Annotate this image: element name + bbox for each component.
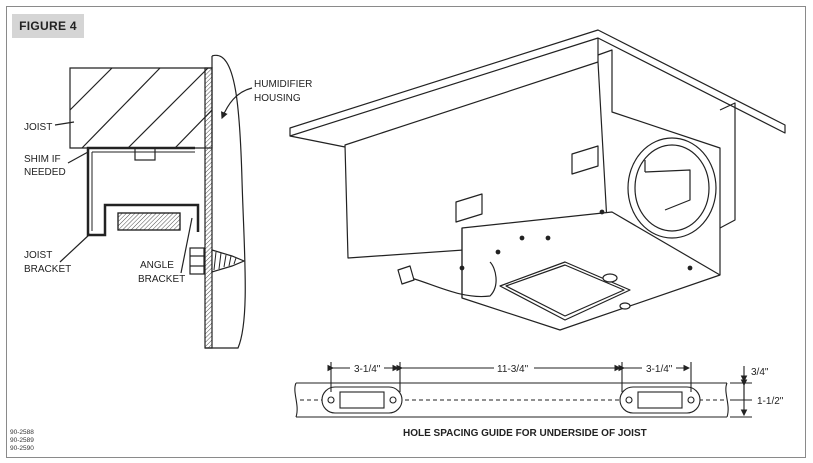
hole-spacing-guide — [294, 362, 752, 418]
joist-section — [69, 67, 213, 149]
dim-small-text: 3/4" — [751, 367, 769, 378]
mounting-slot-left — [321, 386, 403, 414]
shim-label-2: NEEDED — [24, 167, 66, 178]
joist-label: JOIST — [24, 122, 52, 133]
figure-frame — [6, 6, 806, 458]
duct-collar — [627, 137, 717, 239]
mounting-slot-right — [619, 386, 701, 414]
isometric-view — [289, 29, 786, 331]
joist-bracket — [86, 146, 200, 237]
humidifier-housing-outline — [205, 54, 246, 349]
housing-label-2: HOUSING — [254, 93, 301, 104]
joist-bracket-label-1: JOIST — [24, 250, 52, 261]
part-number-1: 90-2588 — [10, 429, 34, 436]
angle-bracket — [117, 212, 181, 231]
dim-height-text: 1-1/2" — [757, 396, 784, 407]
shim-label-1: SHIM IF — [24, 154, 61, 165]
side-section-view — [54, 54, 253, 349]
joist-bracket-leader — [59, 233, 91, 263]
dim-mid-text: 11-3/4" — [497, 364, 529, 375]
angle-bracket-leader — [180, 217, 193, 274]
screw — [189, 247, 246, 275]
dim-right-text: 3-1/4" — [646, 364, 673, 375]
part-number-3: 90-2590 — [10, 445, 34, 452]
part-number-2: 90-2589 — [10, 437, 34, 444]
figure-label: FIGURE 4 — [12, 14, 84, 38]
angle-bracket-label-1: ANGLE — [140, 260, 174, 271]
joist-bracket-label-2: BRACKET — [24, 264, 71, 275]
housing-leader — [221, 87, 253, 120]
dim-left-text: 3-1/4" — [354, 364, 381, 375]
power-cord — [403, 261, 497, 298]
mounting-bracket-left — [455, 193, 483, 223]
guide-caption: HOLE SPACING GUIDE FOR UNDERSIDE OF JOIS… — [403, 428, 647, 439]
humidifier-housing-wall — [204, 67, 213, 349]
mounting-bracket-right — [571, 145, 599, 175]
shim-leader — [67, 151, 89, 164]
angle-bracket-label-2: BRACKET — [138, 274, 185, 285]
joist-leader — [54, 121, 75, 126]
housing-label-1: HUMIDIFIER — [254, 79, 312, 90]
shim-block — [134, 147, 156, 161]
